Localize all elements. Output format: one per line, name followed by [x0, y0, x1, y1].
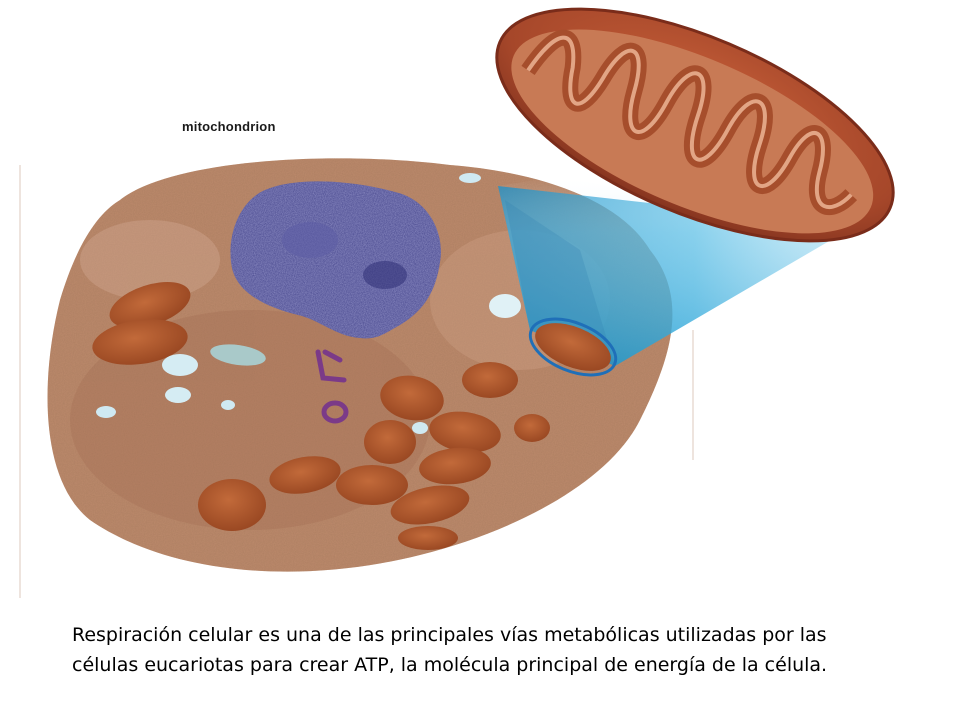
- caption-text: Respiración celular es una de las princi…: [72, 620, 872, 680]
- nucleus: [230, 181, 441, 339]
- enlarged-mitochondrion: [495, 7, 895, 243]
- caption-line-2: células eucariotas para crear ATP, la mo…: [72, 654, 828, 676]
- golgi-structures: [315, 349, 349, 424]
- highlighted-mitochondrion: [528, 317, 618, 377]
- mitochondrion-label: mitochondrion: [182, 119, 276, 134]
- mitochondria-group: [92, 281, 550, 550]
- vacuoles-group: [96, 173, 521, 434]
- cell-micrograph-illustration: [19, 7, 895, 598]
- caption-line-1: Respiración celular es una de las princi…: [72, 624, 827, 646]
